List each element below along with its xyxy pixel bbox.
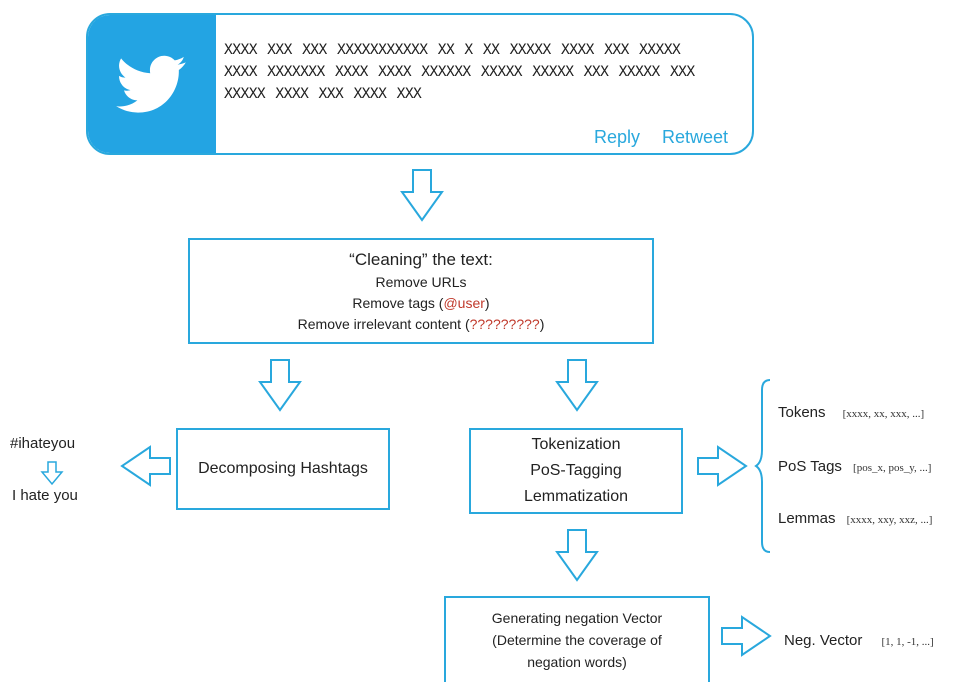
reply-link[interactable]: Reply <box>594 127 641 147</box>
retweet-link[interactable]: Retweet <box>662 127 729 147</box>
cleaning-box: “Cleaning” the text: Remove URLs Remove … <box>188 238 654 344</box>
nlp-box: Tokenization PoS-Tagging Lemmatization <box>469 428 683 514</box>
output-value: [xxxx, xx, xxx, ...] <box>842 408 925 420</box>
hashtag-example-in: #ihateyou <box>10 435 76 452</box>
down-arrow-icon <box>555 529 599 582</box>
output-label: PoS Tags <box>778 458 842 475</box>
output-value: [pos_x, pos_y, ...] <box>853 462 932 474</box>
cleaning-text: Remove tags ( <box>352 294 444 311</box>
nlp-step: PoS-Tagging <box>530 462 622 479</box>
negation-step: (Determine the coverage of <box>492 632 662 648</box>
tweet-text-line: XXXX XXX XXX XXXXXXXXXXX XX X XX XXXXX X… <box>224 42 681 58</box>
nlp-step: Lemmatization <box>523 488 629 505</box>
small-down-arrow-icon <box>40 461 64 486</box>
right-arrow-icon <box>697 445 748 487</box>
output-value: [xxxx, xxy, xxz, ...] <box>846 514 933 526</box>
cleaning-step: Remove tags (@user) <box>352 293 489 314</box>
hashtag-example-out: I hate you <box>12 487 78 504</box>
tweet-card: XXXX XXX XXX XXXXXXXXXXX XX X XX XXXXX X… <box>86 13 754 155</box>
nlp-step: Tokenization <box>531 436 621 453</box>
left-arrow-icon <box>120 445 171 487</box>
negation-box: Generating negation Vector (Determine th… <box>444 596 710 682</box>
twitter-bird-icon <box>116 55 186 113</box>
tweet-text-line: XXXX XXXXXXX XXXX XXXX XXXXXX XXXXX XXXX… <box>224 64 695 80</box>
down-arrow-icon <box>400 169 444 222</box>
negation-step: Generating negation Vector <box>491 610 663 626</box>
outputs-bracket <box>754 379 771 553</box>
down-arrow-icon <box>258 359 302 412</box>
irrelevant-marks: ????????? <box>469 315 540 332</box>
tweet-text: XXXX XXX XXX XXXXXXXXXXX XX X XX XXXXX X… <box>224 39 744 105</box>
neg-vector-row: Neg. Vector [1, 1, -1, ...] <box>784 630 934 649</box>
cleaning-step: Remove irrelevant content (?????????) <box>298 314 545 335</box>
negation-step: negation words) <box>527 654 627 670</box>
cleaning-text: ) <box>484 294 490 311</box>
output-row: PoS Tags [pos_x, pos_y, ...] <box>778 456 931 475</box>
output-label: Tokens <box>778 404 826 421</box>
down-arrow-icon <box>555 359 599 412</box>
tweet-text-line: XXXXX XXXX XXX XXXX XXX <box>224 86 422 102</box>
output-row: Tokens [xxxx, xx, xxx, ...] <box>778 402 924 421</box>
hashtag-box-label: Decomposing Hashtags <box>198 460 368 477</box>
output-row: Lemmas [xxxx, xxy, xxz, ...] <box>778 508 932 527</box>
cleaning-text: Remove irrelevant content ( <box>297 315 470 332</box>
right-arrow-icon <box>721 615 772 657</box>
user-tag: @user <box>443 294 485 311</box>
hashtag-box: Decomposing Hashtags <box>176 428 390 510</box>
cleaning-text: ) <box>539 315 545 332</box>
twitter-logo-panel <box>88 15 216 153</box>
neg-vector-label: Neg. Vector <box>784 632 863 649</box>
cleaning-step: Remove URLs <box>375 273 467 290</box>
output-label: Lemmas <box>778 510 836 527</box>
neg-vector-value: [1, 1, -1, ...] <box>881 636 934 648</box>
cleaning-title: “Cleaning” the text: <box>349 249 493 269</box>
